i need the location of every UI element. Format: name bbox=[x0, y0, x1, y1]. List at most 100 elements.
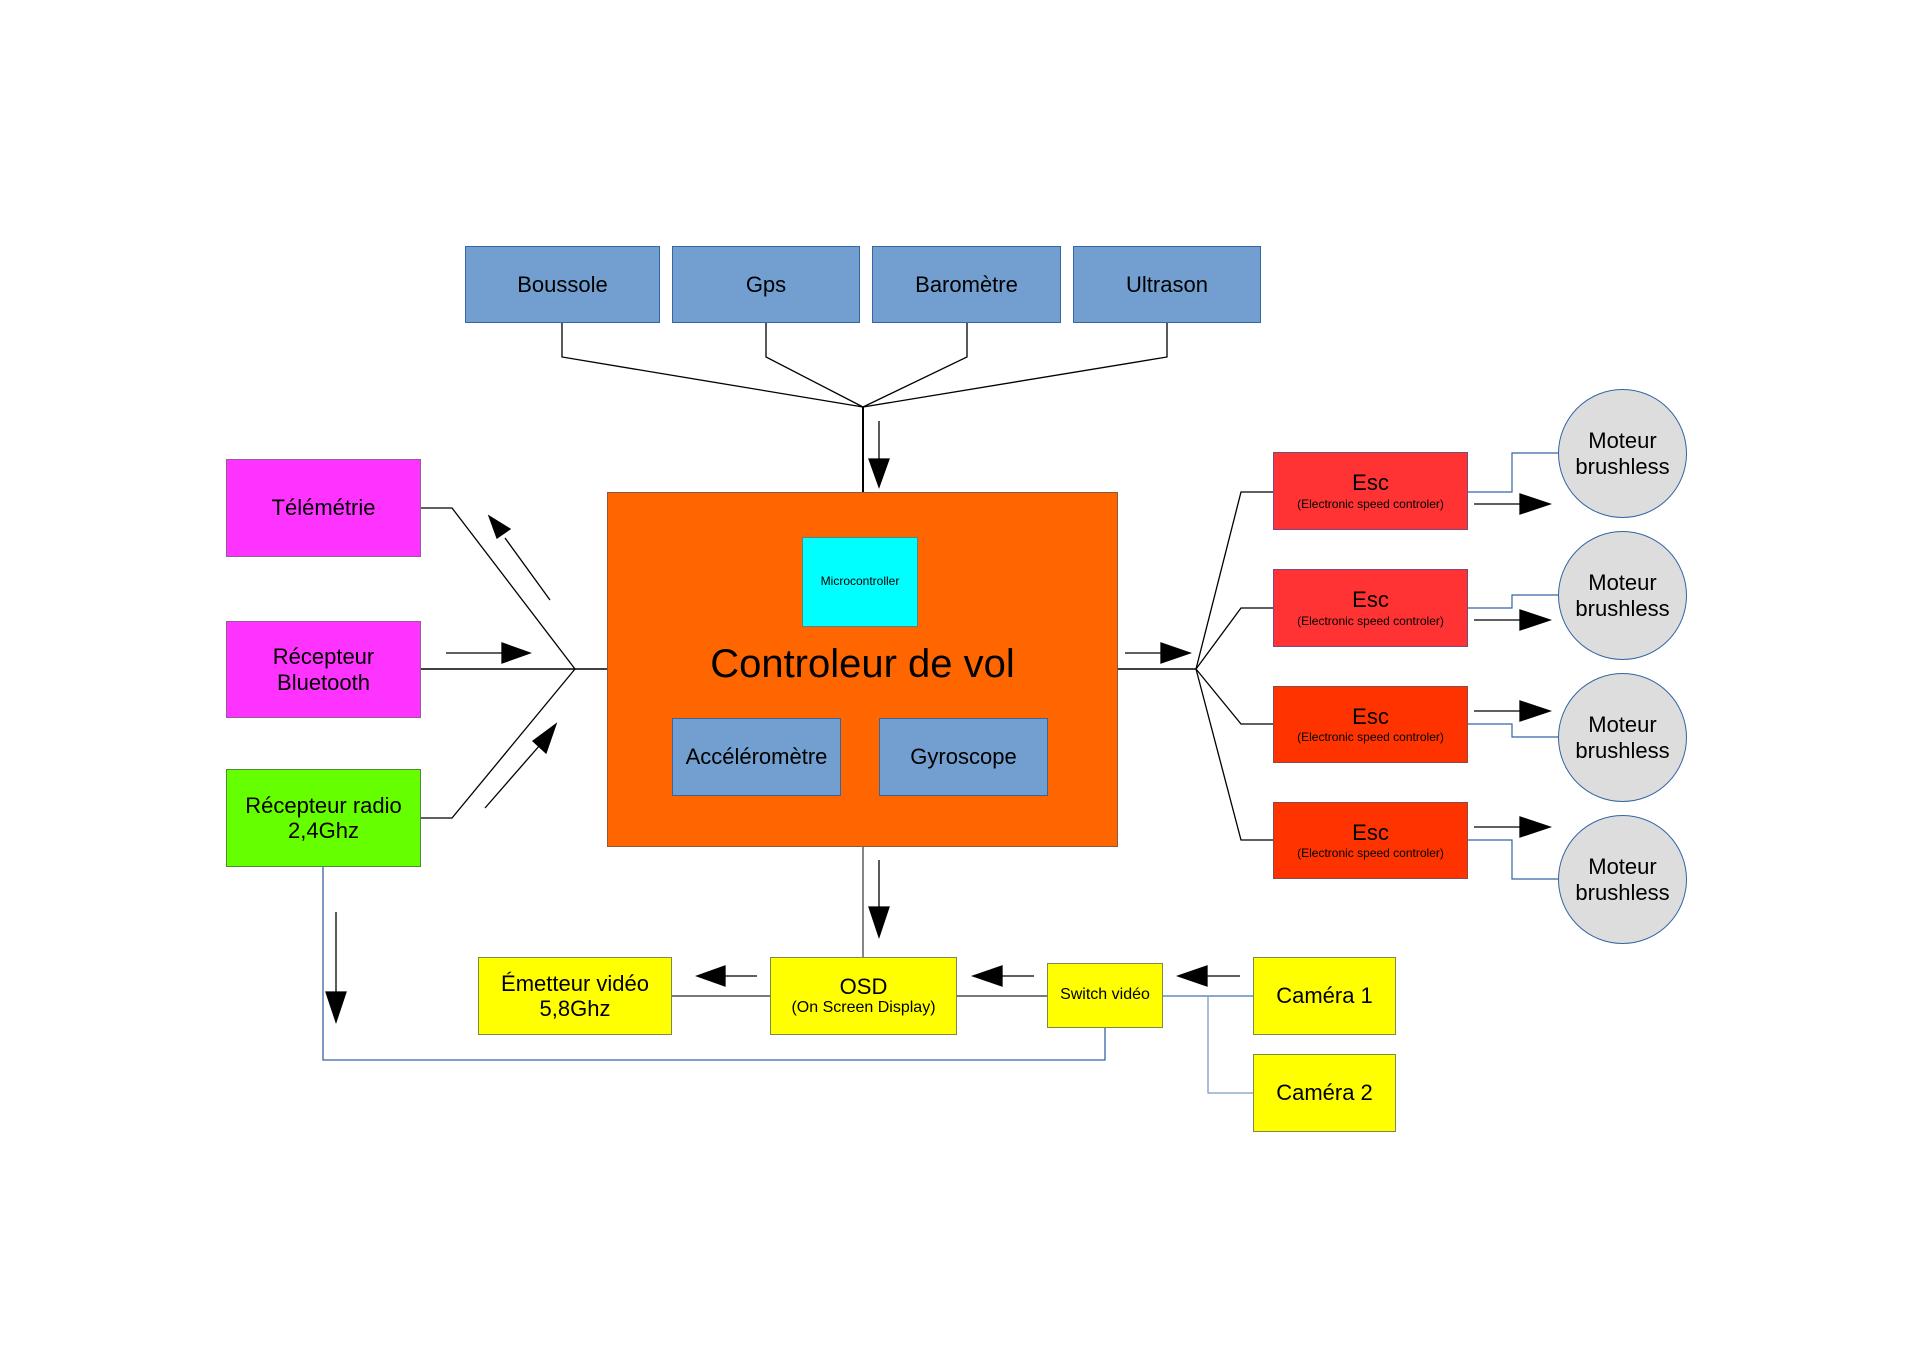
sensor-gyroscope[interactable]: Gyroscope bbox=[879, 718, 1048, 796]
module-radio-receiver[interactable]: Récepteur radio 2,4Ghz bbox=[226, 769, 421, 867]
video-switch[interactable]: Switch vidéo bbox=[1047, 963, 1163, 1028]
arrow-switch-to-osd bbox=[971, 965, 1034, 987]
top-sensor-links bbox=[561, 323, 1168, 492]
arrow-controller-to-osd bbox=[868, 860, 890, 940]
esc-3[interactable]: Esc (Electronic speed controler) bbox=[1273, 686, 1468, 763]
left-module-links bbox=[421, 507, 607, 819]
link-motor-3 bbox=[1468, 723, 1559, 738]
video-links bbox=[322, 847, 1253, 1094]
link-ultrason bbox=[862, 323, 1168, 408]
module-label-line2: 2,4Ghz bbox=[288, 818, 359, 843]
sensor-boussole[interactable]: Boussole bbox=[465, 246, 660, 323]
sensor-barometre[interactable]: Baromètre bbox=[872, 246, 1061, 323]
esc-links bbox=[1118, 491, 1273, 841]
motor-label-line2: brushless bbox=[1575, 453, 1670, 479]
module-label: Télémétrie bbox=[271, 495, 376, 521]
arrow-esc2-to-motor bbox=[1474, 609, 1553, 631]
esc-1[interactable]: Esc (Electronic speed controler) bbox=[1273, 452, 1468, 530]
arrowhead-icon bbox=[1519, 816, 1553, 838]
motor-label-line1: Moteur bbox=[1588, 428, 1657, 454]
esc-title: Esc bbox=[1352, 587, 1389, 613]
arrowhead-icon bbox=[487, 514, 512, 540]
motor-links bbox=[1468, 452, 1559, 880]
esc-title: Esc bbox=[1352, 470, 1389, 496]
camera-1[interactable]: Caméra 1 bbox=[1253, 957, 1396, 1035]
esc-subtitle: (Electronic speed controler) bbox=[1297, 496, 1444, 511]
camera-label: Caméra 2 bbox=[1276, 1080, 1373, 1106]
arrow-radio-to-switch bbox=[325, 912, 347, 1025]
sensor-gps[interactable]: Gps bbox=[672, 246, 860, 323]
arrow-controller-to-escs bbox=[1125, 642, 1192, 664]
arrowhead-icon bbox=[971, 965, 1003, 987]
sensor-label: Ultrason bbox=[1126, 271, 1208, 297]
module-label-line2: Bluetooth bbox=[277, 669, 370, 695]
esc-subtitle: (Electronic speed controler) bbox=[1297, 730, 1444, 745]
module-bluetooth-receiver[interactable]: Récepteur Bluetooth bbox=[226, 621, 421, 718]
flight-controller-title: Controleur de vol bbox=[710, 642, 1015, 686]
link-radio bbox=[421, 668, 576, 819]
esc-4[interactable]: Esc (Electronic speed controler) bbox=[1273, 802, 1468, 879]
camera-2[interactable]: Caméra 2 bbox=[1253, 1054, 1396, 1132]
sensor-label: Gyroscope bbox=[910, 744, 1017, 770]
microcontroller-label: Microcontroller bbox=[820, 574, 900, 589]
arrow-telemetry-out bbox=[487, 514, 551, 601]
link-gps bbox=[765, 323, 864, 408]
direction-arrows bbox=[325, 421, 1553, 1025]
motor-1[interactable]: Moteur brushless bbox=[1558, 389, 1687, 518]
arrowhead-icon bbox=[1519, 700, 1553, 722]
osd-label-line2: (On Screen Display) bbox=[791, 999, 936, 1017]
arrowhead-icon bbox=[1519, 493, 1553, 515]
motor-label-line1: Moteur bbox=[1588, 854, 1657, 880]
emitter-label-line2: 5,8Ghz bbox=[539, 996, 611, 1021]
arrowhead-icon bbox=[531, 722, 558, 755]
arrow-esc1-to-motor bbox=[1474, 493, 1553, 515]
switch-label: Switch vidéo bbox=[1060, 986, 1150, 1004]
sensor-label: Gps bbox=[745, 271, 787, 297]
sensor-label: Boussole bbox=[517, 271, 608, 297]
sensor-accelerometre[interactable]: Accéléromètre bbox=[672, 718, 841, 796]
arrowhead-icon bbox=[695, 965, 726, 987]
osd[interactable]: OSD (On Screen Display) bbox=[770, 957, 957, 1035]
link-esc-2 bbox=[1195, 607, 1273, 670]
motor-label-line2: brushless bbox=[1575, 595, 1670, 621]
module-telemetrie[interactable]: Télémétrie bbox=[226, 459, 421, 557]
video-emitter[interactable]: Émetteur vidéo 5,8Ghz bbox=[478, 957, 672, 1035]
esc-title: Esc bbox=[1352, 819, 1389, 845]
motor-label-line1: Moteur bbox=[1588, 712, 1657, 738]
arrowhead-icon bbox=[1519, 609, 1553, 631]
arrow-esc3-to-motor bbox=[1474, 700, 1553, 722]
motor-4[interactable]: Moteur brushless bbox=[1558, 815, 1687, 944]
link-esc-1 bbox=[1195, 491, 1273, 670]
esc-subtitle: (Electronic speed controler) bbox=[1297, 846, 1444, 861]
link-motor-4 bbox=[1468, 839, 1559, 880]
emitter-label-line1: Émetteur vidéo bbox=[501, 970, 649, 996]
link-motor-2 bbox=[1468, 594, 1559, 609]
motor-2[interactable]: Moteur brushless bbox=[1558, 531, 1687, 660]
arrow-sensors-down bbox=[868, 421, 890, 489]
motor-label-line2: brushless bbox=[1575, 737, 1670, 763]
osd-label-line1: OSD bbox=[839, 974, 888, 1000]
link-camera2-to-switch bbox=[1207, 996, 1253, 1094]
sensor-ultrason[interactable]: Ultrason bbox=[1073, 246, 1261, 323]
camera-label: Caméra 1 bbox=[1276, 983, 1373, 1009]
arrow-esc4-to-motor bbox=[1474, 816, 1553, 838]
sensor-label: Accéléromètre bbox=[685, 744, 828, 770]
link-motor-1 bbox=[1468, 452, 1559, 493]
arrowhead-icon bbox=[501, 642, 532, 664]
microcontroller[interactable]: Microcontroller bbox=[802, 537, 918, 627]
esc-subtitle: (Electronic speed controler) bbox=[1297, 613, 1444, 628]
module-label-line1: Récepteur radio bbox=[245, 792, 402, 818]
arrowhead-icon bbox=[868, 906, 890, 940]
motor-label-line1: Moteur bbox=[1588, 570, 1657, 596]
motor-label-line2: brushless bbox=[1575, 879, 1670, 905]
esc-2[interactable]: Esc (Electronic speed controler) bbox=[1273, 569, 1468, 647]
motor-3[interactable]: Moteur brushless bbox=[1558, 673, 1687, 802]
arrowhead-icon bbox=[1176, 965, 1208, 987]
sensor-label: Baromètre bbox=[915, 271, 1018, 297]
link-esc-4 bbox=[1195, 668, 1273, 841]
arrowhead-icon bbox=[1160, 642, 1192, 664]
arrow-osd-to-emitter bbox=[695, 965, 757, 987]
arrow-bluetooth-in bbox=[446, 642, 532, 664]
arrow-radio-in bbox=[484, 722, 558, 809]
